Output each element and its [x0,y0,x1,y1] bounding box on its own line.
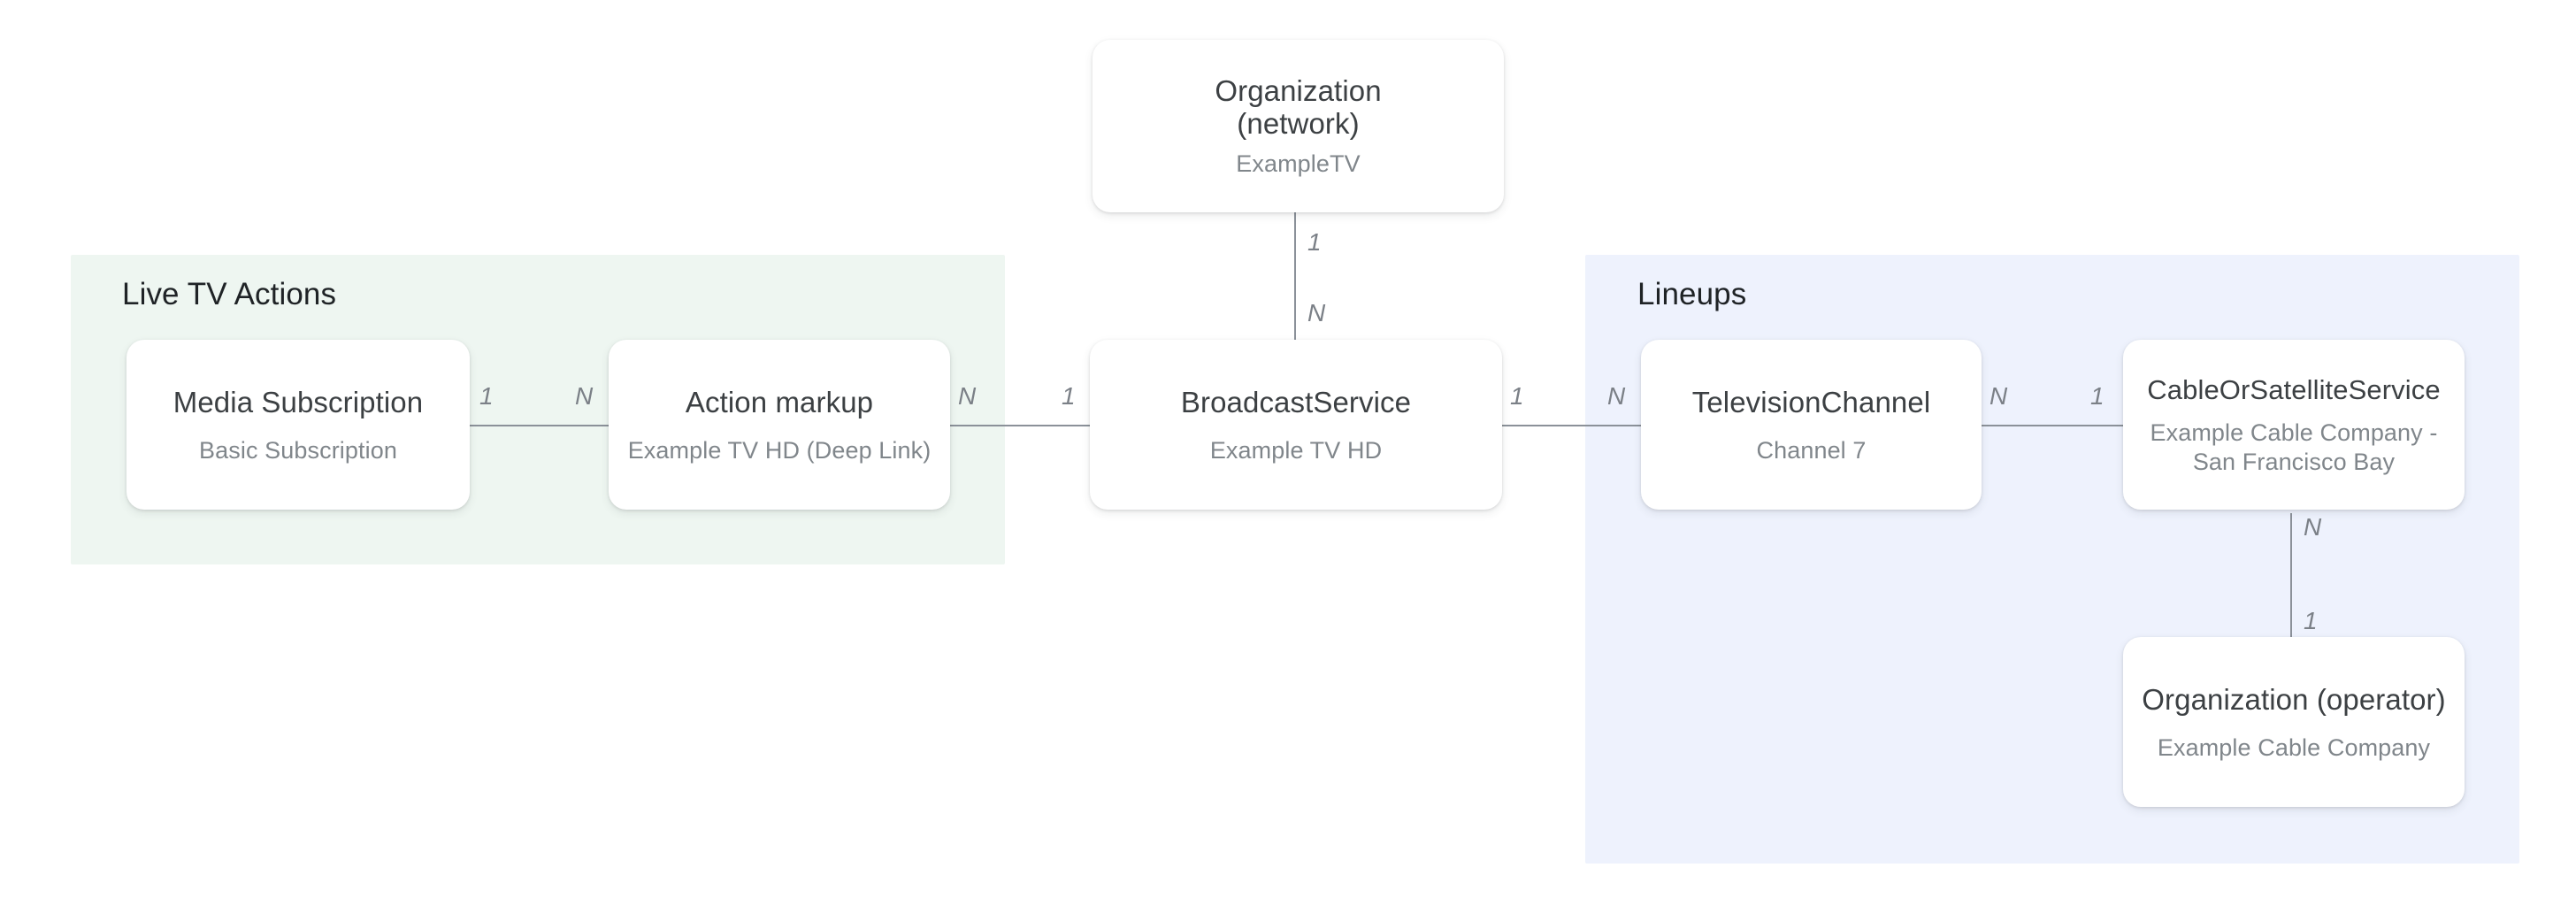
node-organization-network[interactable]: Organization (network) ExampleTV [1092,40,1504,212]
cardinality-media-subscription-right-one: 1 [479,382,494,410]
node-cable-or-satellite-service-subtitle-line2: San Francisco Bay [2192,448,2396,475]
cardinality-org-network-down-one: 1 [1307,228,1322,256]
edge-media-subscription-to-action-markup [466,425,615,426]
node-organization-network-title-line2: (network) [1237,107,1360,141]
group-title-lineups: Lineups [1637,277,1747,311]
edge-television-channel-to-cable-service [1977,425,2132,426]
node-organization-network-subtitle: ExampleTV [1236,150,1361,177]
node-television-channel-subtitle: Channel 7 [1756,436,1867,464]
node-cable-or-satellite-service-subtitle: Example Cable Company - San Francisco Ba… [2150,418,2438,476]
cardinality-cable-service-left-one: 1 [2090,382,2104,410]
node-cable-or-satellite-service-title: CableOrSatelliteService [2147,374,2441,406]
edge-cable-service-to-org-operator [2290,513,2292,639]
node-broadcast-service[interactable]: BroadcastService Example TV HD [1090,340,1502,510]
cardinality-action-markup-right-many: N [958,382,977,410]
node-media-subscription-title: Media Subscription [172,386,424,418]
cardinality-org-operator-up-one: 1 [2304,607,2318,634]
cardinality-broadcast-service-right-one: 1 [1510,382,1524,410]
node-broadcast-service-title: BroadcastService [1180,386,1412,418]
node-action-markup[interactable]: Action markup Example TV HD (Deep Link) [609,340,950,510]
node-broadcast-service-subtitle: Example TV HD [1209,436,1383,464]
cardinality-television-channel-left-many: N [1607,382,1626,410]
node-organization-network-title: Organization (network) [1215,74,1381,141]
node-cable-or-satellite-service-subtitle-line1: Example Cable Company - [2150,419,2438,447]
node-organization-network-title-line1: Organization [1215,73,1382,107]
cardinality-broadcast-service-left-one: 1 [1062,382,1076,410]
node-cable-or-satellite-service[interactable]: CableOrSatelliteService Example Cable Co… [2123,340,2465,510]
cardinality-cable-service-down-many: N [2304,513,2322,541]
node-action-markup-subtitle: Example TV HD (Deep Link) [627,436,932,464]
cardinality-broadcast-service-up-many: N [1307,299,1326,326]
node-media-subscription[interactable]: Media Subscription Basic Subscription [126,340,470,510]
node-media-subscription-subtitle: Basic Subscription [199,436,397,464]
node-organization-operator-subtitle: Example Cable Company [2157,733,2431,761]
node-action-markup-title: Action markup [685,386,874,418]
node-organization-operator[interactable]: Organization (operator) Example Cable Co… [2123,637,2465,807]
node-television-channel-title: TelevisionChannel [1691,386,1931,418]
edge-org-network-to-broadcast-service [1294,211,1296,342]
node-organization-operator-title: Organization (operator) [2142,683,2446,716]
edge-broadcast-service-to-television-channel [1495,425,1647,426]
cardinality-action-markup-left-many: N [575,382,594,410]
cardinality-television-channel-right-many: N [1990,382,2008,410]
edge-action-markup-to-broadcast-service [945,425,1097,426]
group-title-live-tv-actions: Live TV Actions [122,277,337,311]
node-television-channel[interactable]: TelevisionChannel Channel 7 [1641,340,1982,510]
